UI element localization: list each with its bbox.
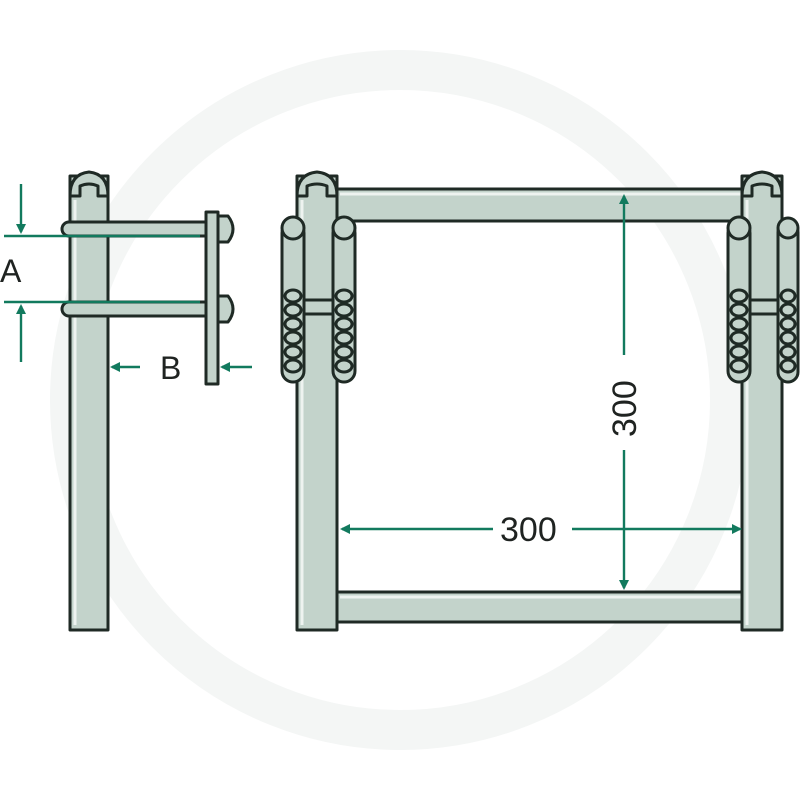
side-view: A B bbox=[0, 170, 252, 632]
side-post-cap bbox=[68, 170, 110, 198]
dimension-height: 300 bbox=[606, 194, 644, 590]
label-width: 300 bbox=[500, 511, 557, 549]
right-post-cap bbox=[740, 170, 784, 198]
left-post-cap bbox=[295, 170, 339, 198]
side-clamp-plate bbox=[204, 210, 220, 386]
right-clamp bbox=[726, 215, 800, 384]
label-a: A bbox=[0, 253, 22, 289]
left-clamp bbox=[280, 215, 357, 384]
label-height: 300 bbox=[606, 380, 644, 437]
side-upper-rod bbox=[60, 220, 214, 238]
label-b: B bbox=[160, 350, 181, 386]
dimension-b: B bbox=[110, 350, 252, 386]
side-lower-nut bbox=[216, 294, 235, 324]
front-view: 300 300 bbox=[280, 170, 800, 632]
dimension-width: 300 bbox=[340, 511, 742, 549]
side-upper-nut bbox=[216, 214, 235, 244]
side-lower-rod bbox=[60, 300, 214, 318]
dimension-a: A bbox=[0, 184, 200, 362]
